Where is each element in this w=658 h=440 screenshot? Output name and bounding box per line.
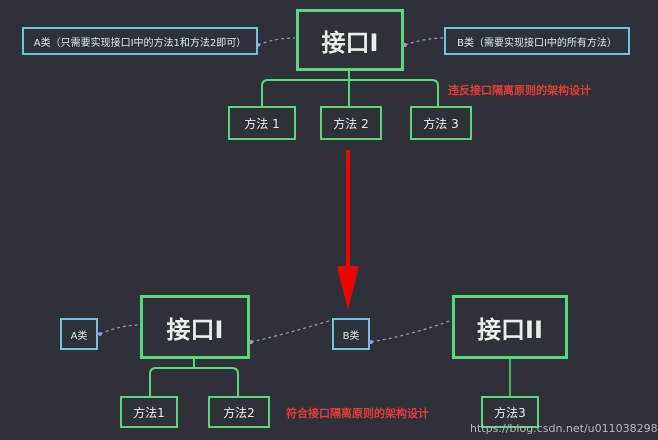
csdn-watermark: https://blog.csdn.net/u011038298: [470, 422, 658, 435]
top-method-1-box: 方法 1: [228, 106, 296, 140]
bottom-class-b-box: B类: [332, 318, 370, 350]
transition-arrow: [337, 150, 359, 310]
bottom-i-to-b-dashed-link: [250, 319, 333, 343]
bottom-method-3-box: 方法3: [481, 396, 539, 428]
bottom-left-tree-connector: [149, 359, 239, 396]
bottom-interface-ii-box: 接口II: [452, 295, 568, 359]
top-tree-connector: [261, 71, 439, 106]
top-b-dashed-link: [404, 37, 445, 46]
top-class-a-box: A类（只需要实现接口I中的方法1和方法2即可）: [22, 27, 258, 55]
top-method-2-box: 方法 2: [320, 106, 382, 140]
top-method-3-box: 方法 3: [410, 106, 472, 140]
top-interface-i-box: 接口I: [296, 9, 404, 71]
top-a-dashed-link: [257, 37, 296, 46]
bottom-b-link-dot: [369, 340, 373, 344]
bottom-a-dashed-link: [99, 324, 141, 335]
top-class-b-box: B类（需要实现接口I中的所有方法）: [444, 27, 630, 55]
bottom-b-to-ii-dashed-link: [370, 319, 453, 343]
bottom-a-link-dot: [98, 332, 102, 336]
bottom-interface-i-box: 接口I: [140, 295, 250, 359]
top-b-link-dot: [403, 43, 407, 47]
bottom-method-2-box: 方法2: [208, 396, 270, 428]
bottom-caption: 符合接口隔离原则的架构设计: [286, 407, 429, 420]
top-caption: 违反接口隔离原则的架构设计: [448, 84, 591, 97]
bottom-method-1-box: 方法1: [120, 396, 178, 428]
bottom-i-link-dot: [249, 340, 253, 344]
bottom-class-a-box: A类: [60, 318, 98, 350]
